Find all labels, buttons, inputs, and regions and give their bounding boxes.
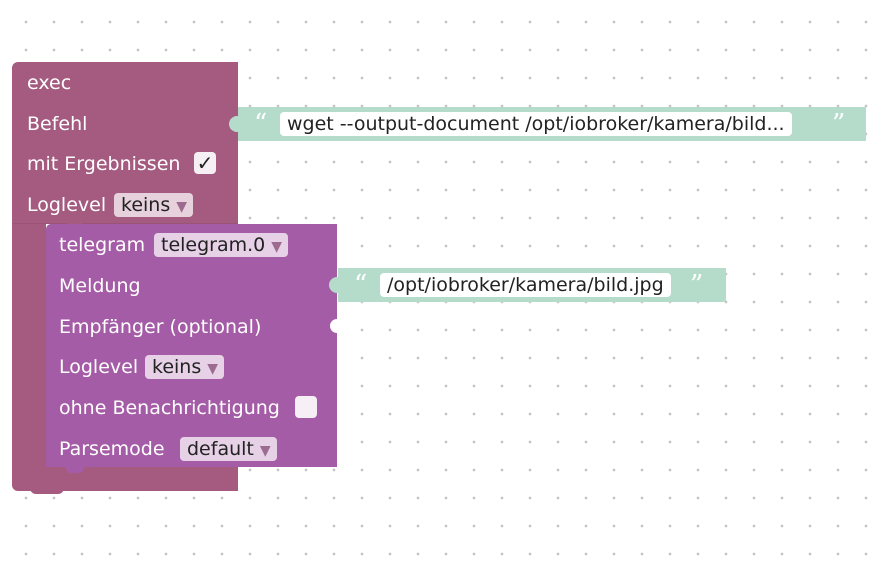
with-results-label: mit Ergebnissen xyxy=(27,153,181,175)
telegram-loglevel-label: Loglevel xyxy=(59,356,139,378)
telegram-loglevel-dropdown[interactable]: keins ▼ xyxy=(145,355,225,379)
parsemode-value: default xyxy=(187,438,254,460)
recipient-input-socket[interactable] xyxy=(330,319,338,333)
message-label: Meldung xyxy=(59,275,141,297)
telegram-loglevel-value: keins xyxy=(152,356,202,378)
exec-title: exec xyxy=(27,72,72,94)
exec-loglevel-label: Loglevel xyxy=(27,194,107,216)
parsemode-label: Parsemode xyxy=(59,438,165,460)
telegram-instance-value: telegram.0 xyxy=(161,234,266,256)
telegram-block-next-connector xyxy=(66,466,84,473)
telegram-block[interactable] xyxy=(46,224,337,467)
message-input-connector xyxy=(329,277,339,293)
message-text-block[interactable]: “ /opt/iobroker/kamera/bild.jpg ” xyxy=(338,268,726,302)
message-text-field[interactable]: /opt/iobroker/kamera/bild.jpg xyxy=(380,273,671,297)
exec-loglevel-dropdown[interactable]: keins ▼ xyxy=(114,193,194,217)
command-label: Befehl xyxy=(27,113,88,135)
telegram-instance-dropdown[interactable]: telegram.0 ▼ xyxy=(154,233,289,257)
chevron-down-icon: ▼ xyxy=(207,361,219,377)
chevron-down-icon: ▼ xyxy=(176,199,188,215)
exec-block-next-connector xyxy=(30,486,64,494)
statement-notch xyxy=(66,219,84,225)
silent-checkbox[interactable] xyxy=(295,396,317,418)
with-results-checkbox[interactable]: ✓ xyxy=(194,152,216,174)
silent-label: ohne Benachrichtigung xyxy=(59,397,280,419)
chevron-down-icon: ▼ xyxy=(259,443,271,459)
parsemode-dropdown[interactable]: default ▼ xyxy=(180,437,277,461)
recipient-label: Empfänger (optional) xyxy=(59,316,262,338)
close-quote-icon: ” xyxy=(690,270,704,300)
command-input-connector xyxy=(229,116,239,132)
open-quote-icon: “ xyxy=(254,109,268,139)
exec-loglevel-value: keins xyxy=(121,194,171,216)
command-text-field[interactable]: wget --output-document /opt/iobroker/kam… xyxy=(280,112,792,136)
exec-block-statement-rail xyxy=(12,224,46,476)
open-quote-icon: “ xyxy=(354,270,368,300)
close-quote-icon: ” xyxy=(832,109,846,139)
command-text-block[interactable]: “ wget --output-document /opt/iobroker/k… xyxy=(238,107,866,141)
chevron-down-icon: ▼ xyxy=(271,239,283,255)
telegram-title: telegram xyxy=(59,234,146,256)
